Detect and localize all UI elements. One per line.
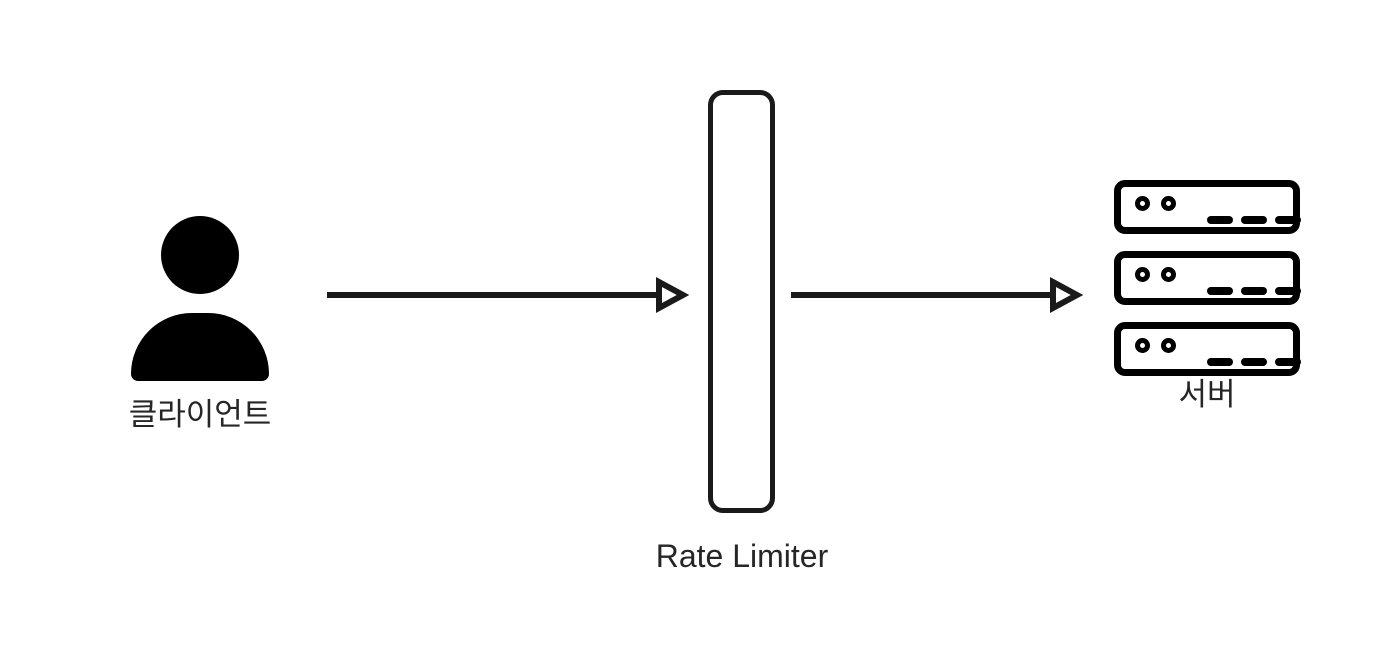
server-vent-dash: [1241, 287, 1267, 295]
server-node[interactable]: 서버: [1087, 180, 1327, 440]
server-rack-unit: [1114, 180, 1301, 234]
rate-limiter-bar-shape: [708, 90, 775, 513]
arrowhead-open-triangle: [656, 276, 690, 314]
server-vent-dash: [1241, 216, 1267, 224]
user-icon: [131, 216, 269, 381]
server-led-icon: [1135, 196, 1150, 211]
rate-limiter-node[interactable]: Rate Limiter: [630, 90, 854, 590]
server-led-icon: [1135, 338, 1150, 353]
server-vent-dash: [1275, 216, 1301, 224]
server-led-icon: [1161, 338, 1176, 353]
server-vent-dash: [1207, 358, 1233, 366]
server-led-icon: [1135, 267, 1150, 282]
server-vent-dash: [1241, 358, 1267, 366]
user-icon-body: [131, 313, 269, 381]
arrow-rate-limiter-to-server: [789, 275, 1084, 315]
server-vent-dash: [1275, 287, 1301, 295]
user-icon-head: [161, 216, 239, 294]
server-label: 서버: [1178, 377, 1236, 412]
server-vent-dash: [1207, 287, 1233, 295]
arrow-client-to-rate-limiter: [325, 275, 690, 315]
server-vent-dash: [1275, 358, 1301, 366]
client-label: 클라이언트: [128, 397, 272, 432]
server-rack-unit: [1114, 251, 1301, 305]
arrowhead-open-triangle: [1050, 276, 1084, 314]
arrow-rate-limiter-to-server-svg: [791, 276, 1084, 314]
rate-limiter-label: Rate Limiter: [655, 538, 829, 574]
arrow-client-to-rate-limiter-svg: [327, 276, 690, 314]
server-rack-unit: [1114, 322, 1301, 376]
server-led-icon: [1161, 267, 1176, 282]
client-node[interactable]: 클라이언트: [80, 200, 320, 440]
server-vent-dash: [1207, 216, 1233, 224]
server-rack-icon: [1114, 180, 1301, 376]
server-led-icon: [1161, 196, 1176, 211]
